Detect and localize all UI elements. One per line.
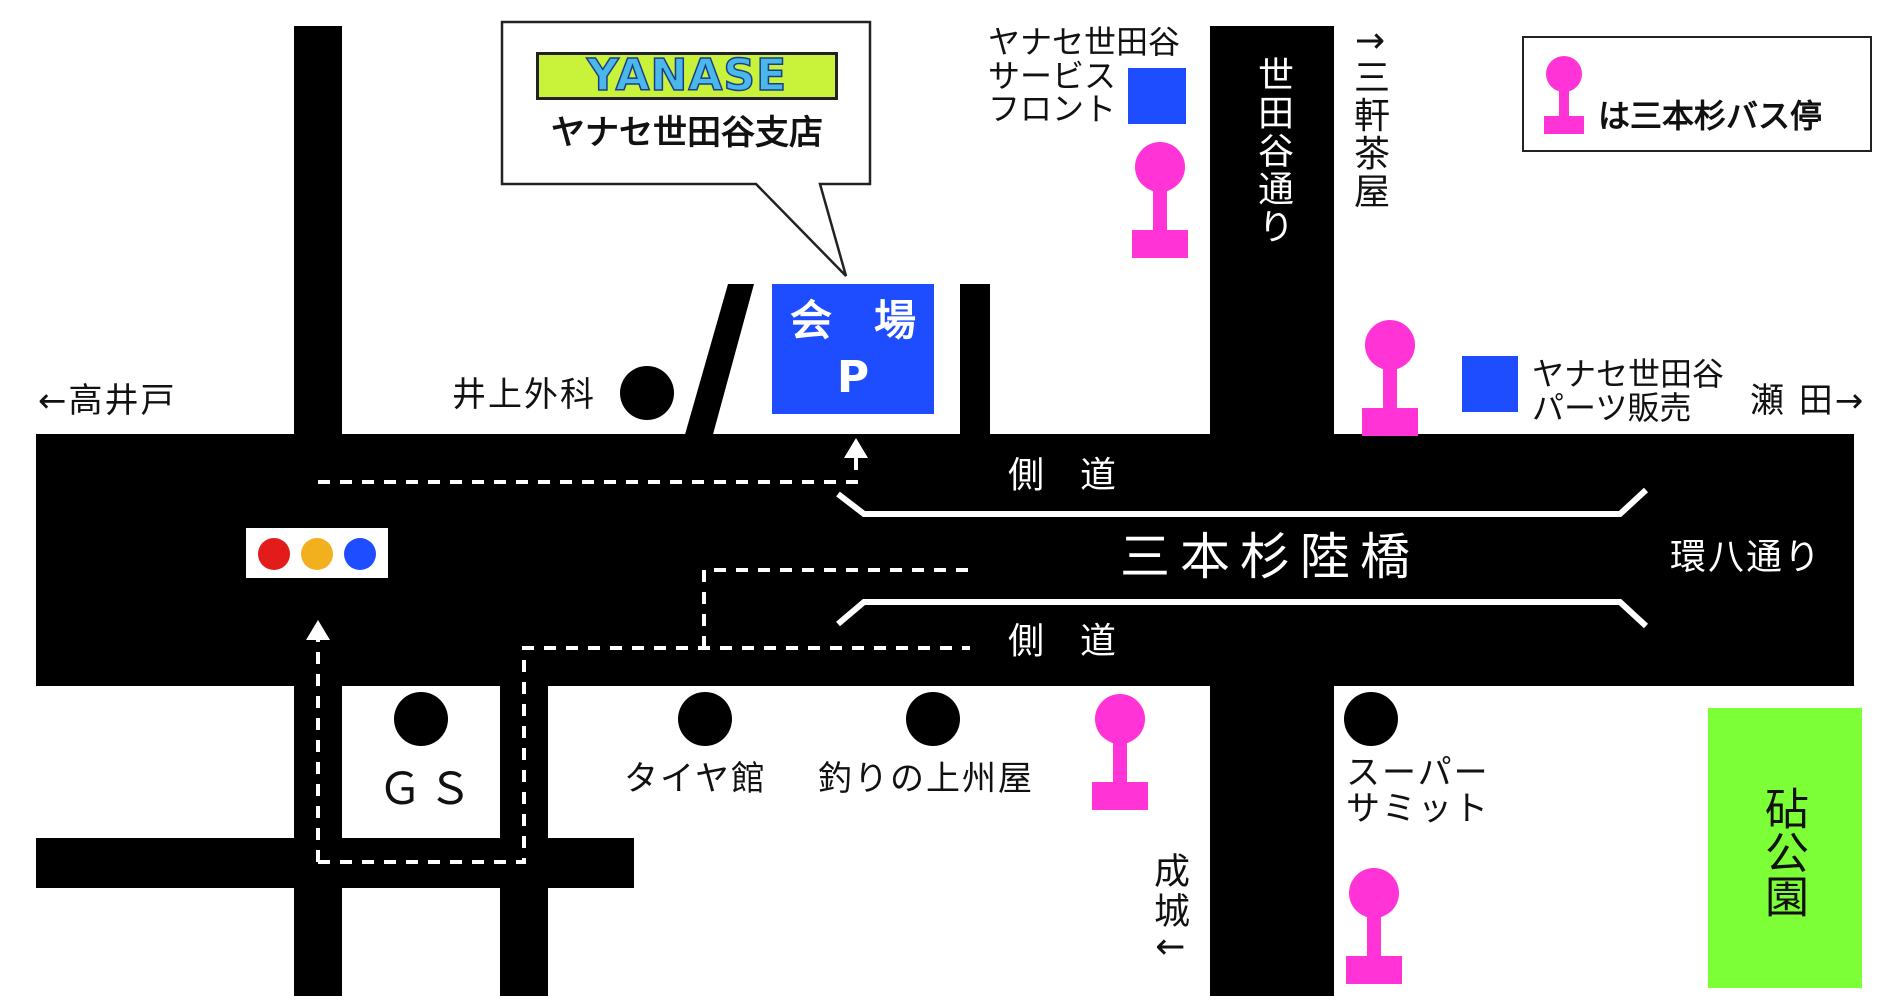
bus-stop-base [1092,782,1148,810]
service-front-label: ヤナセ世田谷 サービス フロント [988,23,1181,129]
parts-sales-label: ヤナセ世田谷 パーツ販売 [1532,355,1725,427]
bus-stop-head [1365,320,1415,370]
bus-stop-stem [1153,188,1167,234]
bus-stop-stem [1367,914,1381,960]
bus-stop-head [1135,142,1185,192]
bus-stop-base [1544,116,1584,134]
park-label: 砧公園 [1757,786,1808,918]
side-road-top-label: 側 道 [1008,455,1117,496]
signal-red-light [258,538,290,570]
bus-stop-south [1092,694,1148,812]
bus-stop-stem [1559,90,1569,120]
tire-shop-marker [678,692,732,746]
bus-stop-base [1346,956,1402,984]
direction-south: 成城↓ [1148,852,1189,967]
direction-east: 瀬 田→ [1750,381,1866,421]
bus-stop-stem [1113,740,1127,786]
parts-sales-marker [1462,356,1518,412]
kan8-label: 環八通り [1670,537,1823,578]
road-north-left [294,26,342,436]
venue-parking-label: P [836,352,870,403]
tire-shop-label: タイヤ館 [624,759,767,799]
branch-name: ヤナセ世田谷支店 [551,113,823,153]
legend-text: は三本杉バス停 [1598,97,1823,135]
bus-stop-base [1362,408,1418,436]
bus-stop-base [1132,230,1188,258]
bus-stop-east [1362,320,1418,438]
direction-north: ↑三軒茶屋 [1348,26,1389,211]
bus-stop-head [1349,868,1399,918]
bus-stop-north [1132,142,1188,260]
yanase-logo: YANASE [536,52,838,100]
gas-station-marker [394,692,448,746]
fishing-shop-label: 釣りの上州屋 [818,759,1034,799]
bus-stop-head [1546,56,1582,92]
legend-box: は三本杉バス停 [1522,36,1872,152]
traffic-signal [246,528,388,578]
fishing-shop-marker [906,692,960,746]
bus-stop-southeast [1346,868,1402,986]
signal-blue-light [344,538,376,570]
bus-stop-head [1095,694,1145,744]
road-south-horizontal [36,838,634,888]
side-road-bottom-label: 側 道 [1008,621,1117,662]
venue-parking: 会 場 P [772,284,934,414]
driveway-diagonal [684,284,754,438]
supermarket-label: スーパー サミット [1346,753,1490,829]
inoue-clinic-marker [620,366,674,420]
supermarket-marker [1344,692,1398,746]
driveway-right [960,284,990,436]
bus-stop-stem [1383,366,1397,412]
signal-yellow-light [301,538,333,570]
setagaya-dori-label: 世田谷通り [1252,56,1293,246]
kinuta-park: 砧公園 [1708,708,1862,988]
venue-label: 会 場 [789,296,916,345]
bridge-label: 三本杉陸橋 [1120,528,1420,586]
direction-west: ←高井戸 [38,381,177,421]
inoue-clinic-label: 井上外科 [452,375,596,415]
bus-stop-icon [1544,56,1584,134]
service-front-marker [1128,68,1186,124]
yanase-logo-text: YANASE [586,50,788,101]
gas-station-label: ＧＳ [378,764,478,815]
